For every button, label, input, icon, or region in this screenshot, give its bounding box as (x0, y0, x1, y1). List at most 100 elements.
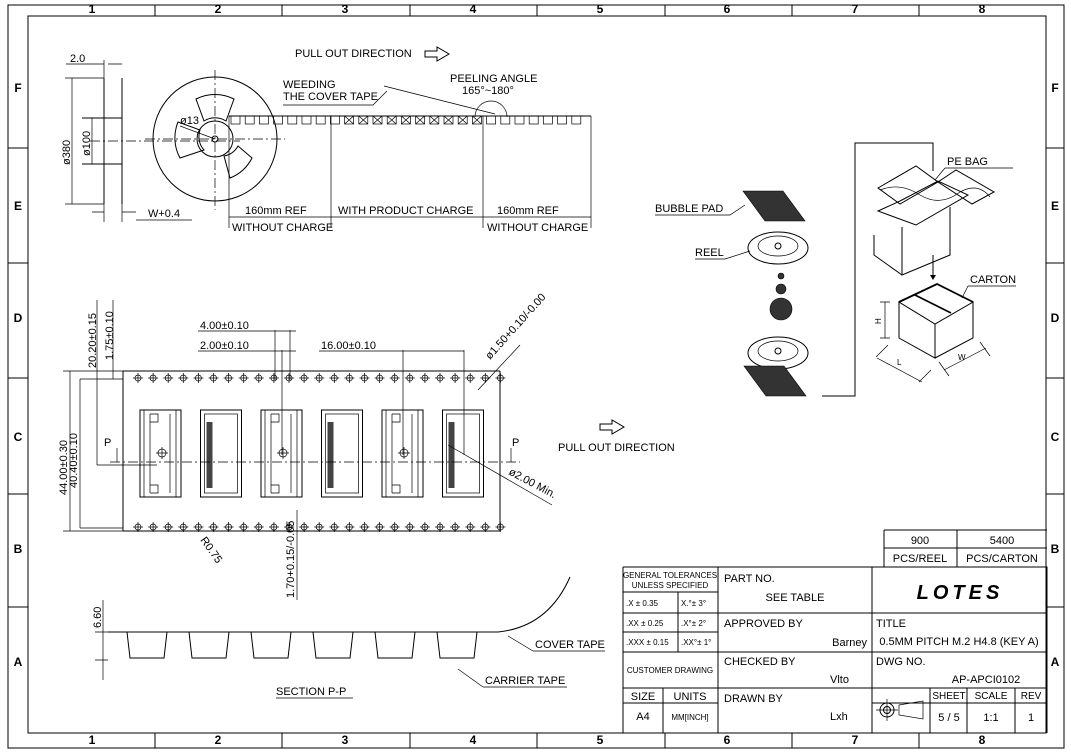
pocket (260, 409, 303, 498)
pcs-per-reel-label: PCS/REEL (893, 553, 947, 565)
scale-value: 1:1 (983, 712, 998, 724)
pocket (139, 409, 182, 498)
peeling-angle-value: 165°~180° (462, 85, 514, 97)
leader-note: WITHOUT CHARGE (232, 222, 333, 234)
rev-label: REV (1021, 691, 1042, 702)
center-offset-dim: 20.20±0.15 (87, 313, 99, 368)
section-title: SECTION P-P (276, 686, 346, 698)
pcs-per-reel-value: 900 (911, 535, 929, 547)
row-label: A (1051, 655, 1060, 669)
column-label: 8 (979, 733, 986, 747)
column-label: 4 (470, 2, 477, 16)
column-label: 4 (470, 733, 477, 747)
quantity-table: 900 5400 PCS/REEL PCS/CARTON (883, 529, 1047, 567)
column-label: 1 (89, 733, 96, 747)
row-label: E (14, 199, 22, 213)
tolerance-xxx: .XXX ± 0.15 (626, 638, 669, 647)
pull-out-direction-label: PULL OUT DIRECTION (295, 48, 412, 60)
size-value: A4 (636, 711, 649, 723)
column-label: 2 (215, 733, 222, 747)
column-label: 1 (89, 2, 96, 16)
weeding-label-2: THE COVER TAPE (283, 91, 378, 103)
title-label: TITLE (876, 618, 906, 630)
units-value: MM[INCH] (671, 713, 708, 722)
drawing-frame (7, 4, 1065, 749)
row-label: B (14, 542, 23, 556)
angle-tolerance-2: .X°± 2° (681, 619, 706, 628)
peeling-angle-label: PEELING ANGLE (450, 73, 537, 85)
pocket (442, 409, 484, 498)
pe-bag-label: PE BAG (947, 156, 988, 168)
pull-out-direction-label-2: PULL OUT DIRECTION (558, 442, 675, 454)
column-label: 2 (215, 2, 222, 16)
half-pitch-dim: 2.00±0.10 (200, 340, 249, 352)
arrow-right-icon (424, 46, 450, 62)
section-mark-right: P (512, 437, 519, 449)
height-dim: H (874, 318, 883, 324)
drawn-by-label: DRAWN BY (724, 693, 784, 705)
packaging-diagram: BUBBLE PAD REEL PE BAG CARTON H L W (655, 142, 1016, 397)
size-label: SIZE (631, 691, 655, 703)
sheet-value: 5 / 5 (938, 712, 959, 724)
rev-value: 1 (1028, 712, 1034, 724)
carton-label: CARTON (970, 274, 1016, 286)
reel-view: PULL OUT DIRECTION WEEDING THE COVER TAP… (61, 46, 592, 234)
tolerances-subheading: UNLESS SPECIFIED (632, 581, 709, 590)
hub-diameter-dim: ø100 (81, 131, 93, 156)
customer-drawing-label: CUSTOMER DRAWING (627, 666, 713, 675)
hole-edge-dim: 1.75±0.10 (104, 311, 116, 360)
product-charge-label: WITH PRODUCT CHARGE (338, 205, 473, 217)
tape-pockets (230, 115, 582, 125)
approved-by-value: Barney (832, 637, 867, 649)
pocket-pitch-dim: 16.00±0.10 (321, 340, 376, 352)
tape-width-dim: 44.00±0.30 (58, 440, 70, 495)
dwg-no-value: AP-APCI0102 (952, 674, 1020, 686)
pocket (381, 409, 424, 498)
company-logo: LOTES (917, 582, 1004, 604)
column-label: 3 (342, 733, 349, 747)
dwg-no-label: DWG NO. (876, 656, 926, 668)
bubble-pad-label: BUBBLE PAD (655, 203, 723, 215)
drawn-by-value: Lxh (830, 711, 848, 723)
angle-tolerance-1: X.°± 3° (681, 599, 706, 608)
reel-label: REEL (695, 247, 724, 259)
section-view: 6.60 COVER TAPE CARRIER TAPE SECTION P-P (92, 576, 605, 699)
row-label: D (1051, 311, 1060, 325)
section-mark-left: P (104, 437, 111, 449)
arrow-right-icon (599, 419, 625, 435)
tolerance-xx: .XX ± 0.25 (626, 619, 664, 628)
weeding-label: WEEDING (283, 79, 336, 91)
pcs-per-carton-label: PCS/CARTON (966, 553, 1038, 565)
width-dim-carton: W (958, 353, 966, 362)
column-label: 3 (342, 2, 349, 16)
pcs-per-carton-value: 5400 (990, 535, 1014, 547)
title-block: GENERAL TOLERANCES UNLESS SPECIFIED .X ±… (622, 566, 1048, 733)
row-label: B (1051, 542, 1060, 556)
part-no-value: SEE TABLE (766, 592, 825, 604)
reel-diameter-dim: ø380 (61, 140, 73, 165)
row-label: D (14, 311, 23, 325)
arbor-hole-dim: ø13 (180, 115, 199, 127)
cover-tape-label: COVER TAPE (535, 639, 605, 651)
leader-ref-dim: 160mm REF (245, 205, 307, 217)
column-label: 7 (852, 2, 859, 16)
pocket (200, 409, 242, 498)
length-dim: L (897, 358, 902, 367)
row-label: F (1051, 81, 1058, 95)
sprocket-hole-dim: ø1.50+0.10/-0.00 (483, 291, 548, 362)
corner-radius-dim: R0.75 (198, 535, 225, 566)
tolerances-heading: GENERAL TOLERANCES (623, 571, 717, 580)
sheet-label: SHEET (932, 691, 965, 702)
column-label: 8 (979, 2, 986, 16)
hole-pitch-span-dim: 40.40±0.10 (68, 433, 80, 488)
column-label: 6 (724, 733, 731, 747)
row-label: F (14, 81, 21, 95)
tolerance-x: .X ± 0.35 (626, 599, 659, 608)
flange-thickness-dim: 2.0 (70, 53, 85, 65)
width-dim: W+0.4 (148, 208, 180, 220)
column-label: 7 (852, 733, 859, 747)
hole-pitch-dim: 4.00±0.10 (200, 320, 249, 332)
